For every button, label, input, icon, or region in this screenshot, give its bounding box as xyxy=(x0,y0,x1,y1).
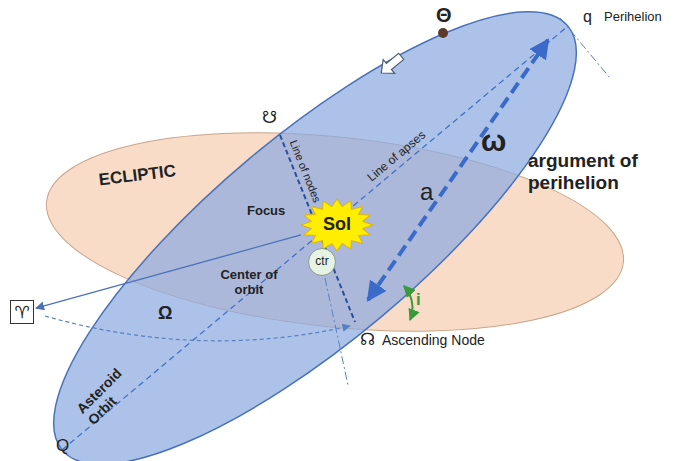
diagram-label: q xyxy=(583,8,592,26)
line-of-apses xyxy=(62,26,568,450)
motion-arrow xyxy=(375,49,406,80)
diagram-label: Center of orbit xyxy=(212,268,286,298)
diagram-label: ☊ xyxy=(360,330,375,350)
center-circle: ctr xyxy=(308,248,336,276)
center-tick xyxy=(325,278,348,385)
direction-line xyxy=(36,235,301,308)
diagram-label: Q xyxy=(56,436,69,456)
diagram-label: Focus xyxy=(247,204,285,219)
asteroid-orbit xyxy=(0,0,634,461)
diagram-label: Θ xyxy=(436,4,452,27)
diagram-label: Ascending Node xyxy=(382,332,485,348)
diagram-label: Perihelion xyxy=(604,10,662,25)
sun-rays xyxy=(301,199,373,251)
diagram-label: i xyxy=(416,290,421,310)
node-text: ctr xyxy=(315,255,328,268)
diagram-label: ω xyxy=(481,124,506,159)
asteroid xyxy=(438,28,448,38)
inclination-arc xyxy=(404,286,412,320)
node-text: ♈ xyxy=(14,303,29,322)
diagram-label: argument of perihelion xyxy=(528,150,668,194)
node-text: Sol xyxy=(323,215,351,235)
sun-node: Sol xyxy=(301,199,373,251)
diagram-label: ☋ xyxy=(262,108,277,128)
argument-of-perihelion-arrow xyxy=(368,40,548,300)
vernal-equinox-box: ♈ xyxy=(10,300,34,324)
diagram-label: a xyxy=(420,178,433,206)
perihelion-tick xyxy=(560,18,610,78)
longitude-node-arc xyxy=(45,316,350,341)
diagram-label: Ω xyxy=(158,303,172,324)
